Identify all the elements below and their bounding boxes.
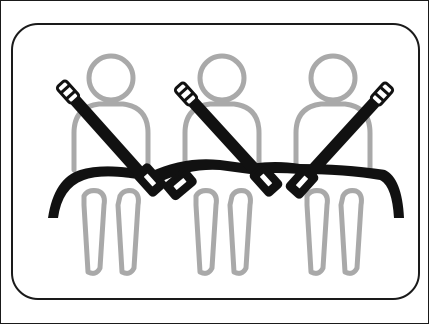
occupant-right-head bbox=[311, 56, 355, 100]
occupant-right-legs bbox=[307, 191, 361, 274]
occupant-center-legs bbox=[196, 191, 250, 274]
anchor-center bbox=[174, 82, 198, 106]
anchor-left bbox=[56, 80, 80, 104]
occupant-left-head bbox=[89, 56, 133, 100]
occupant-center-head bbox=[200, 56, 244, 100]
anchor-right bbox=[370, 82, 394, 106]
occupant-left-legs bbox=[84, 191, 138, 274]
